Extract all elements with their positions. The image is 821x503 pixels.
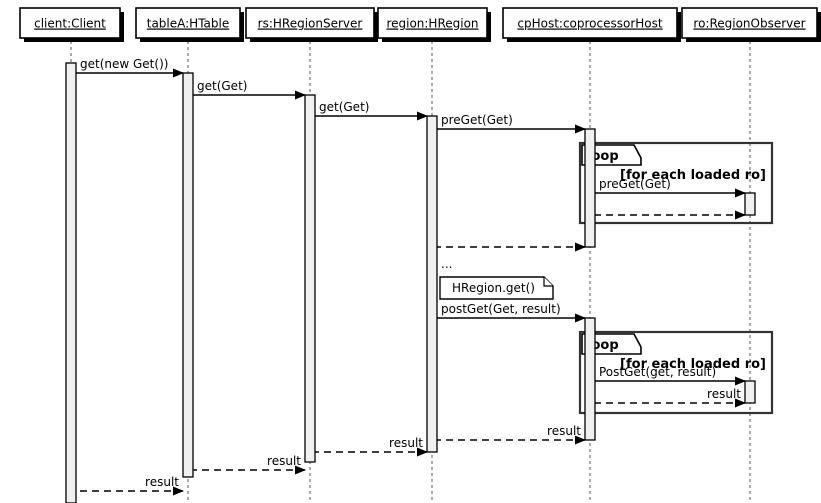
frame-guard-label: [for each loaded ro] (620, 357, 766, 372)
participant-cpHost[interactable]: cpHost:coprocessorHost (502, 7, 681, 42)
participant-label: ro:RegionObserver (693, 17, 805, 31)
activation-bar-rs-2 (304, 94, 316, 463)
participant-label: rs:HRegionServer (258, 17, 363, 31)
message-m3: get(Get) (315, 100, 428, 121)
participant-box[interactable] (502, 7, 678, 39)
message-label: result (547, 424, 581, 438)
note-note1: HRegion.get() (439, 276, 554, 300)
message-m1: get(new Get()) (76, 57, 184, 78)
participant-client[interactable]: client:Client (19, 7, 124, 42)
note-text: HRegion.get() (452, 281, 535, 295)
activation-bar-ro-5 (744, 192, 756, 216)
participant-box[interactable] (245, 7, 375, 39)
message-label: result (707, 387, 741, 401)
message-m2: get(Get) (193, 79, 306, 100)
participant-label: cpHost:coprocessorHost (517, 17, 663, 31)
note-fold-corner (543, 277, 553, 287)
activation-bar-cpHost-4 (584, 128, 596, 248)
activation-bar-cpHost-6 (584, 317, 596, 441)
messages-layer: get(new Get()) get(Get) get(Get) preGet(Get… (76, 57, 746, 496)
frames-layer: loop[for each loaded ro]loop[for each lo… (578, 141, 774, 415)
message-label: preGet(Get) (441, 113, 513, 127)
notes-layer: ...HRegion.get() (439, 257, 554, 300)
participant-tableA[interactable]: tableA:HTable (135, 7, 244, 42)
participants-layer: client:Client tableA:HTable rs:HRegionServ… (19, 7, 821, 42)
message-label: get(Get) (197, 79, 247, 93)
participant-box[interactable] (19, 7, 121, 39)
message-label: postGet(Get, result) (441, 302, 561, 316)
message-m10: result (595, 387, 746, 408)
frame-border (578, 141, 774, 225)
activation-bar-tableA-1 (182, 72, 194, 478)
activation-bar-ro-7 (744, 380, 756, 404)
frame-operator-tab (581, 144, 642, 166)
annotation-ellipsis: ... (441, 257, 452, 271)
message-label: result (389, 436, 423, 450)
activations-layer (65, 62, 756, 503)
message-m5: preGet(Get) (595, 177, 746, 198)
message-label: PostGet(get, result) (599, 365, 716, 379)
message-label: get(Get) (319, 100, 369, 114)
message-m13: result (193, 454, 306, 475)
frame-loop1: loop[for each loaded ro] (578, 141, 774, 225)
participant-box[interactable] (681, 7, 818, 39)
participant-ro[interactable]: ro:RegionObserver (681, 7, 821, 42)
participant-label: client:Client (34, 17, 106, 31)
message-m9: PostGet(get, result) (595, 365, 746, 386)
participant-box[interactable] (377, 7, 488, 39)
participant-box[interactable] (135, 7, 241, 39)
frame-operator-tab (581, 333, 642, 355)
message-label: get(new Get()) (80, 57, 168, 71)
participant-region[interactable]: region:HRegion (377, 7, 491, 42)
participant-rs[interactable]: rs:HRegionServer (245, 7, 378, 42)
frame-guard-label: [for each loaded ro] (620, 168, 766, 183)
note-body (439, 276, 554, 300)
message-m14: result (76, 475, 184, 496)
message-label: preGet(Get) (599, 177, 671, 191)
message-m8: postGet(Get, result) (437, 302, 586, 323)
frame-border (578, 330, 774, 415)
message-m4: preGet(Get) (437, 113, 586, 134)
activation-bar-client-0 (65, 62, 77, 503)
participant-label: region:HRegion (386, 17, 478, 31)
lifelines-layer (70, 41, 751, 503)
message-label: result (267, 454, 301, 468)
message-m11: result (437, 424, 586, 445)
message-m12: result (315, 436, 428, 457)
participant-label: tableA:HTable (147, 17, 230, 31)
message-label: result (145, 475, 179, 489)
activation-bar-region-3 (426, 115, 438, 453)
